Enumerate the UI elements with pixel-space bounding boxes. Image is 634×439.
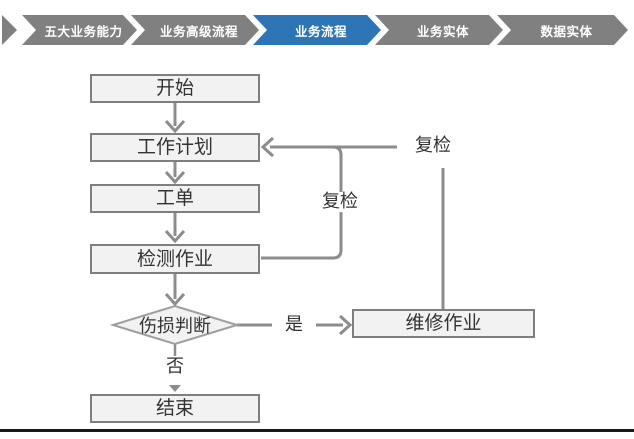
arrowhead-small-down-icon [169,385,181,392]
nav-item-five-capabilities[interactable]: 五大业务能力 [22,15,137,45]
edge-label-no: 否 [163,357,187,377]
edge-label-recheck-right: 复检 [412,136,454,156]
chevron-lead-icon [2,15,17,45]
node-label: 结束 [155,397,194,419]
nav-item-label: 业务高级流程 [159,23,238,39]
arrowhead-left-icon [260,136,275,158]
edge-label-recheck-left: 复检 [319,192,361,212]
node-damage-judgment-label: 伤损判断 [139,316,211,337]
edge-label-yes: 是 [282,315,306,335]
node-label: 工单 [155,187,194,209]
node-repair-work: 维修作业 [352,309,535,338]
decision-diamond [109,304,241,346]
nav-item-label: 业务实体 [416,23,469,39]
nav-item-label: 五大业务能力 [44,23,123,39]
nav-item-label: 数据实体 [540,23,593,39]
node-work-order: 工单 [90,184,260,213]
arrowhead-down-icon [164,229,186,244]
bottom-divider [0,429,634,432]
node-start: 开始 [90,74,260,103]
process-breadcrumb: 五大业务能力 业务高级流程 业务流程 业务实体 数据实体 [0,0,634,60]
edge-recheck-lower [261,212,343,260]
nav-item-label: 业务流程 [294,23,347,39]
node-end: 结束 [90,394,260,423]
arrowhead-down-icon [164,170,186,185]
nav-item-data-entity[interactable]: 数据实体 [497,15,628,45]
node-work-plan: 工作计划 [90,133,260,162]
edge-recheck-upper-curve [332,145,343,192]
node-label: 检测作业 [136,247,213,270]
arrowhead-right-icon [338,314,353,336]
node-inspection-work: 检测作业 [90,244,260,274]
nav-item-business-highlevel-process[interactable]: 业务高级流程 [131,15,259,45]
arrowhead-down-icon [164,119,186,134]
nav-item-business-process-active[interactable]: 业务流程 [253,15,381,45]
nav-item-business-entity[interactable]: 业务实体 [375,15,503,45]
node-label: 工作计划 [136,136,213,158]
node-label: 开始 [155,77,194,99]
arrowhead-down-icon [164,292,186,307]
node-label: 维修作业 [405,312,482,334]
